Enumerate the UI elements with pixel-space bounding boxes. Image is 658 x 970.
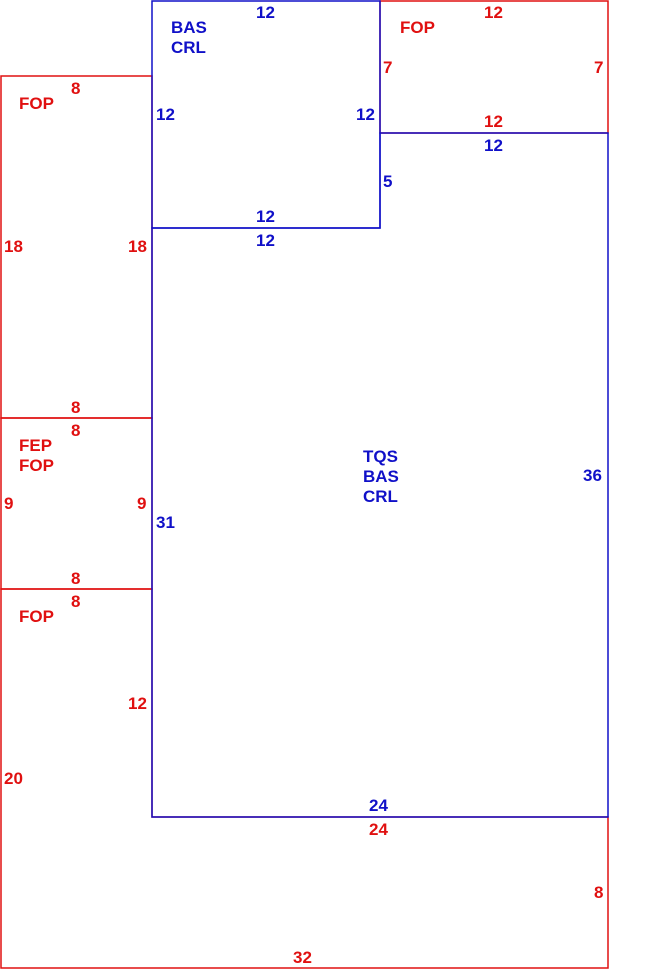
label-fop-left-middle: FOP — [19, 456, 54, 475]
dim-fop-left-upper-left: 18 — [4, 237, 23, 256]
dim-fop-top-right-top: 12 — [484, 3, 503, 22]
dim-fep-fop-top: 8 — [71, 421, 80, 440]
dim-main-top-right: 12 — [484, 136, 503, 155]
label-fop-left-lower: FOP — [19, 607, 54, 626]
dim-fop-top-right-left: 7 — [383, 58, 392, 77]
dim-main-bottom: 24 — [369, 796, 388, 815]
label-crl-main: CRL — [363, 487, 398, 506]
dim-main-step: 5 — [383, 172, 392, 191]
dim-main-right: 36 — [583, 466, 602, 485]
dim-fop-left-upper-bottom: 8 — [71, 398, 80, 417]
dim-fep-fop-right: 9 — [137, 494, 146, 513]
dim-fop-left-lower-inner-top: 24 — [369, 820, 388, 839]
dim-fop-left-lower-top: 8 — [71, 592, 80, 611]
dim-fop-left-upper-right: 18 — [128, 237, 147, 256]
dim-fep-fop-bottom: 8 — [71, 569, 80, 588]
dim-fop-left-upper-top: 8 — [71, 79, 80, 98]
dim-bas-crl-top: 12 — [256, 3, 275, 22]
label-tqs: TQS — [363, 447, 398, 466]
dim-fep-fop-left: 9 — [4, 494, 13, 513]
tqs-bas-crl-main-outline — [151, 132, 609, 818]
dim-fop-top-right-right: 7 — [594, 58, 603, 77]
label-fep: FEP — [19, 436, 52, 455]
fop-left-lower-outline — [0, 588, 609, 969]
dim-main-left: 31 — [156, 513, 175, 532]
red-outlines — [0, 0, 609, 969]
section-labels: FOP FOP FEP FOP FOP BAS CRL TQS BAS CRL — [19, 18, 435, 626]
label-bas-main: BAS — [363, 467, 399, 486]
label-fop-top-right: FOP — [400, 18, 435, 37]
blue-dimensions: 12 12 12 12 12 12 5 31 36 24 — [156, 3, 602, 815]
dim-fop-left-lower-bottom: 32 — [293, 948, 312, 967]
dim-fop-left-lower-left: 20 — [4, 769, 23, 788]
dim-bas-crl-left: 12 — [156, 105, 175, 124]
label-bas-upper: BAS — [171, 18, 207, 37]
label-crl-upper: CRL — [171, 38, 206, 57]
label-fop-left-upper: FOP — [19, 94, 54, 113]
dim-bas-crl-bottom: 12 — [256, 207, 275, 226]
dim-main-top-upper: 12 — [256, 231, 275, 250]
red-dimensions: 12 7 7 12 8 18 18 8 8 9 9 8 8 20 12 24 8… — [4, 3, 603, 967]
dim-bas-crl-right: 12 — [356, 105, 375, 124]
blue-outlines — [151, 0, 609, 818]
dim-fop-left-lower-right-upper: 12 — [128, 694, 147, 713]
dim-fop-top-right-bottom: 12 — [484, 112, 503, 131]
dim-fop-left-lower-right-lower: 8 — [594, 883, 603, 902]
